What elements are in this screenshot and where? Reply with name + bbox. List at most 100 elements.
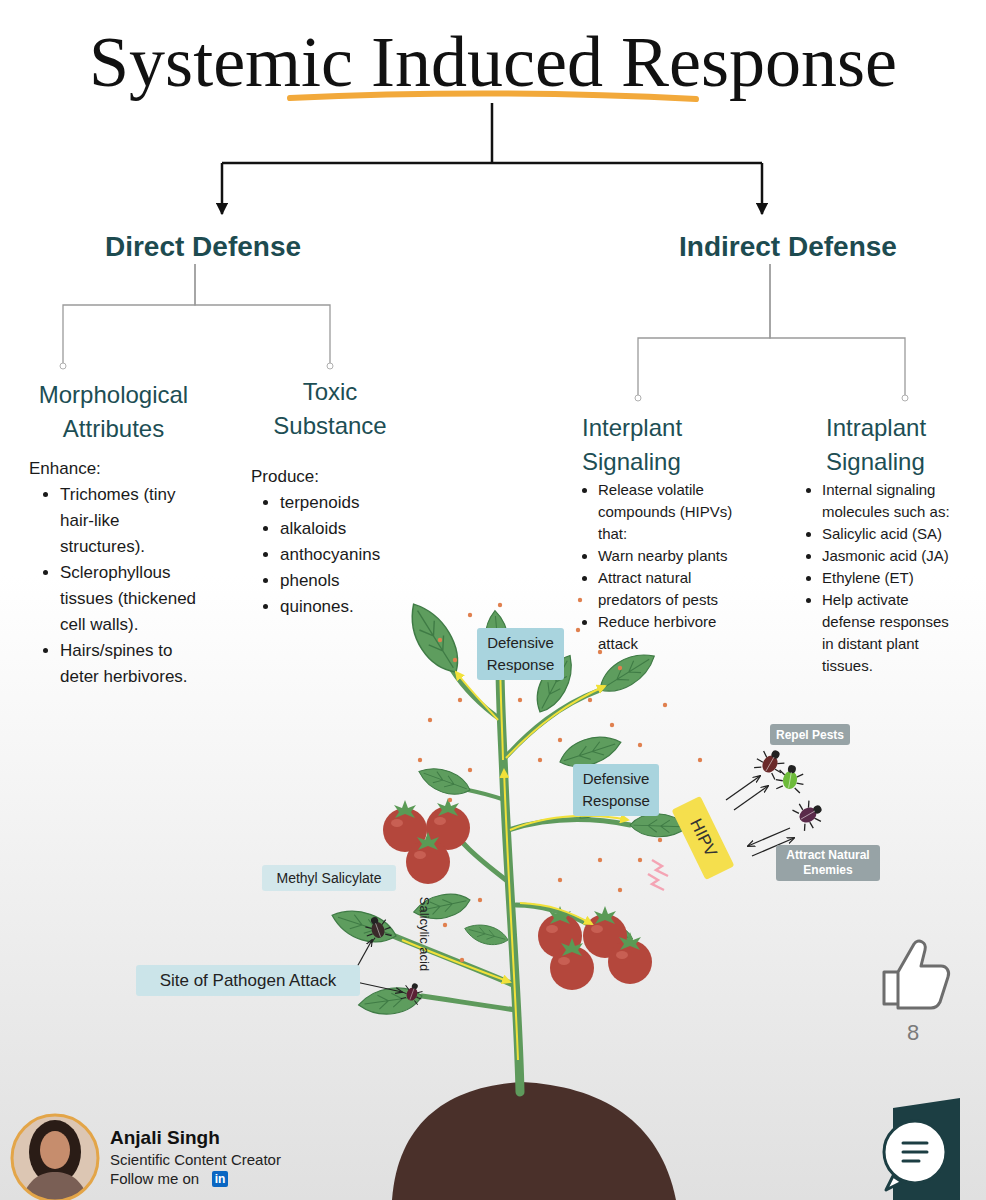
volatile-dots-part (438, 638, 442, 642)
volatile-dots-part (498, 603, 502, 607)
volatile-dots-part (458, 698, 462, 702)
title-arrows (222, 103, 762, 214)
volatile-dots-part (418, 758, 422, 762)
title-arrows-part (221, 163, 224, 214)
chat-icon (884, 1121, 946, 1190)
avatar-part (10, 1112, 100, 1200)
hipv-arrows-part (726, 776, 760, 800)
insects-part (399, 980, 425, 1006)
insects (362, 744, 828, 1005)
bullet-item: anthocyanins (280, 542, 420, 568)
intro-text: Produce: (248, 464, 423, 490)
bullet-item: Reduce herbivore attack (598, 611, 743, 655)
tag-text: Methyl Salicylate (262, 869, 396, 887)
volatile-dots-part (598, 858, 602, 862)
signaling-column: Interplant SignalingRelease volatile com… (582, 398, 757, 655)
bullet-item: phenols (280, 568, 420, 594)
author-name: Anjali Singh (110, 1127, 220, 1149)
avatar-ring (12, 1115, 98, 1200)
linkedin-logo: in (212, 1171, 228, 1187)
plant-stem-part (468, 790, 505, 800)
bullet-item: Ethylene (ET) (822, 567, 952, 589)
volatile-dots-part (558, 878, 562, 882)
volatile-dots-part (518, 698, 522, 702)
volatile-dots-part (558, 738, 562, 742)
volatile-dots-part (576, 628, 580, 632)
avatar-part (20, 1172, 90, 1200)
insects-part (774, 763, 806, 793)
insects-part (791, 795, 828, 832)
bullet-list: terpenoidsalkaloidsanthocyaninsphenolsqu… (248, 490, 420, 620)
plant-leaves-part (399, 596, 468, 681)
signal-arrows-part (520, 903, 592, 924)
volatile-dots-part (578, 598, 582, 602)
column-heading: Toxic Substance (248, 366, 412, 443)
volatile-dots-part (443, 923, 447, 927)
column-body: Enhance:Trichomes (tiny hair-like struct… (26, 456, 241, 690)
volatile-dots-part (453, 658, 457, 662)
tomatoes (383, 798, 652, 990)
tag-text: Site of Pathogen Attack (136, 971, 360, 991)
bullet-item: terpenoids (280, 490, 420, 516)
category-title: Indirect Defense (660, 230, 916, 264)
volatile-dots-part (663, 703, 667, 707)
bullet-item: Jasmonic acid (JA) (822, 545, 952, 567)
bullet-item: quinones. (280, 594, 420, 620)
column-body: Internal signaling molecules such as:Sal… (806, 479, 981, 677)
bracket-end-dot (60, 363, 66, 369)
chat-icon-part (903, 1143, 927, 1161)
author-role: Scientific Content Creator (110, 1151, 281, 1169)
plant-leaves (328, 596, 688, 1018)
bracket-line (770, 264, 905, 398)
bullet-list: Internal signaling molecules such as:Sal… (806, 479, 952, 677)
signal-arrows (402, 646, 628, 1060)
volatile-dots (418, 598, 702, 962)
hipv-arrows-part (748, 828, 790, 846)
volatile-dots-part (538, 758, 542, 762)
defense-column: Toxic SubstanceProduce:terpenoidsalkaloi… (248, 366, 423, 620)
response-tag: Defensive Response (477, 628, 564, 680)
avatar-part (40, 1131, 70, 1169)
column-heading: Morphological Attributes (26, 366, 201, 446)
tag-text: Repel Pests (770, 728, 850, 742)
bullet-list: Release volatile compounds (HIPVs) that:… (582, 479, 743, 655)
bullet-item: Release volatile compounds (HIPVs) that: (598, 479, 743, 545)
category-heading: Indirect Defense (660, 230, 916, 264)
soil (392, 1082, 676, 1200)
volatile-dots-part (460, 958, 464, 962)
bullet-item: alkaloids (280, 516, 420, 542)
volatile-dots-part (610, 723, 614, 727)
bracket-end-dot (635, 395, 641, 401)
tomatoes-part (406, 832, 450, 884)
intro-text: Enhance: (26, 456, 241, 482)
tag-text: Defensive Response (577, 768, 655, 812)
bullet-item: Trichomes (tiny hair-like structures). (60, 482, 202, 560)
plant-leaves-part (415, 762, 474, 801)
like-icon (884, 941, 949, 1008)
tomatoes-part (550, 938, 594, 990)
category-heading: Direct Defense (90, 230, 316, 264)
bracket-line (638, 264, 770, 398)
emission-zigzag (648, 860, 668, 890)
title-arrows-part (222, 103, 762, 163)
volatile-dots-part (698, 758, 702, 762)
plant-stem (394, 664, 630, 1092)
bullet-item: Salicylic acid (SA) (822, 523, 952, 545)
bullet-list: Trichomes (tiny hair-like structures).Sc… (26, 482, 202, 690)
response-tag: Defensive Response (573, 764, 659, 816)
volatile-dots-part (638, 858, 642, 862)
title-arrows-part (761, 163, 764, 214)
plant-leaves-part (328, 903, 400, 949)
plant-leaves-part (462, 920, 510, 949)
volatile-dots-part (618, 888, 622, 892)
column-body: Produce:terpenoidsalkaloidsanthocyaninsp… (248, 464, 423, 620)
chemical-tag: Methyl Salicylate (262, 865, 396, 891)
bullet-item: Warn nearby plants (598, 545, 743, 567)
bullet-item: Sclerophyllous tissues (thickened cell w… (60, 560, 202, 638)
tree-connector (195, 264, 333, 369)
volatile-dots-part (638, 743, 642, 747)
bullet-item: Help activate defense responses in dista… (822, 589, 952, 677)
bracket-line (195, 264, 330, 366)
